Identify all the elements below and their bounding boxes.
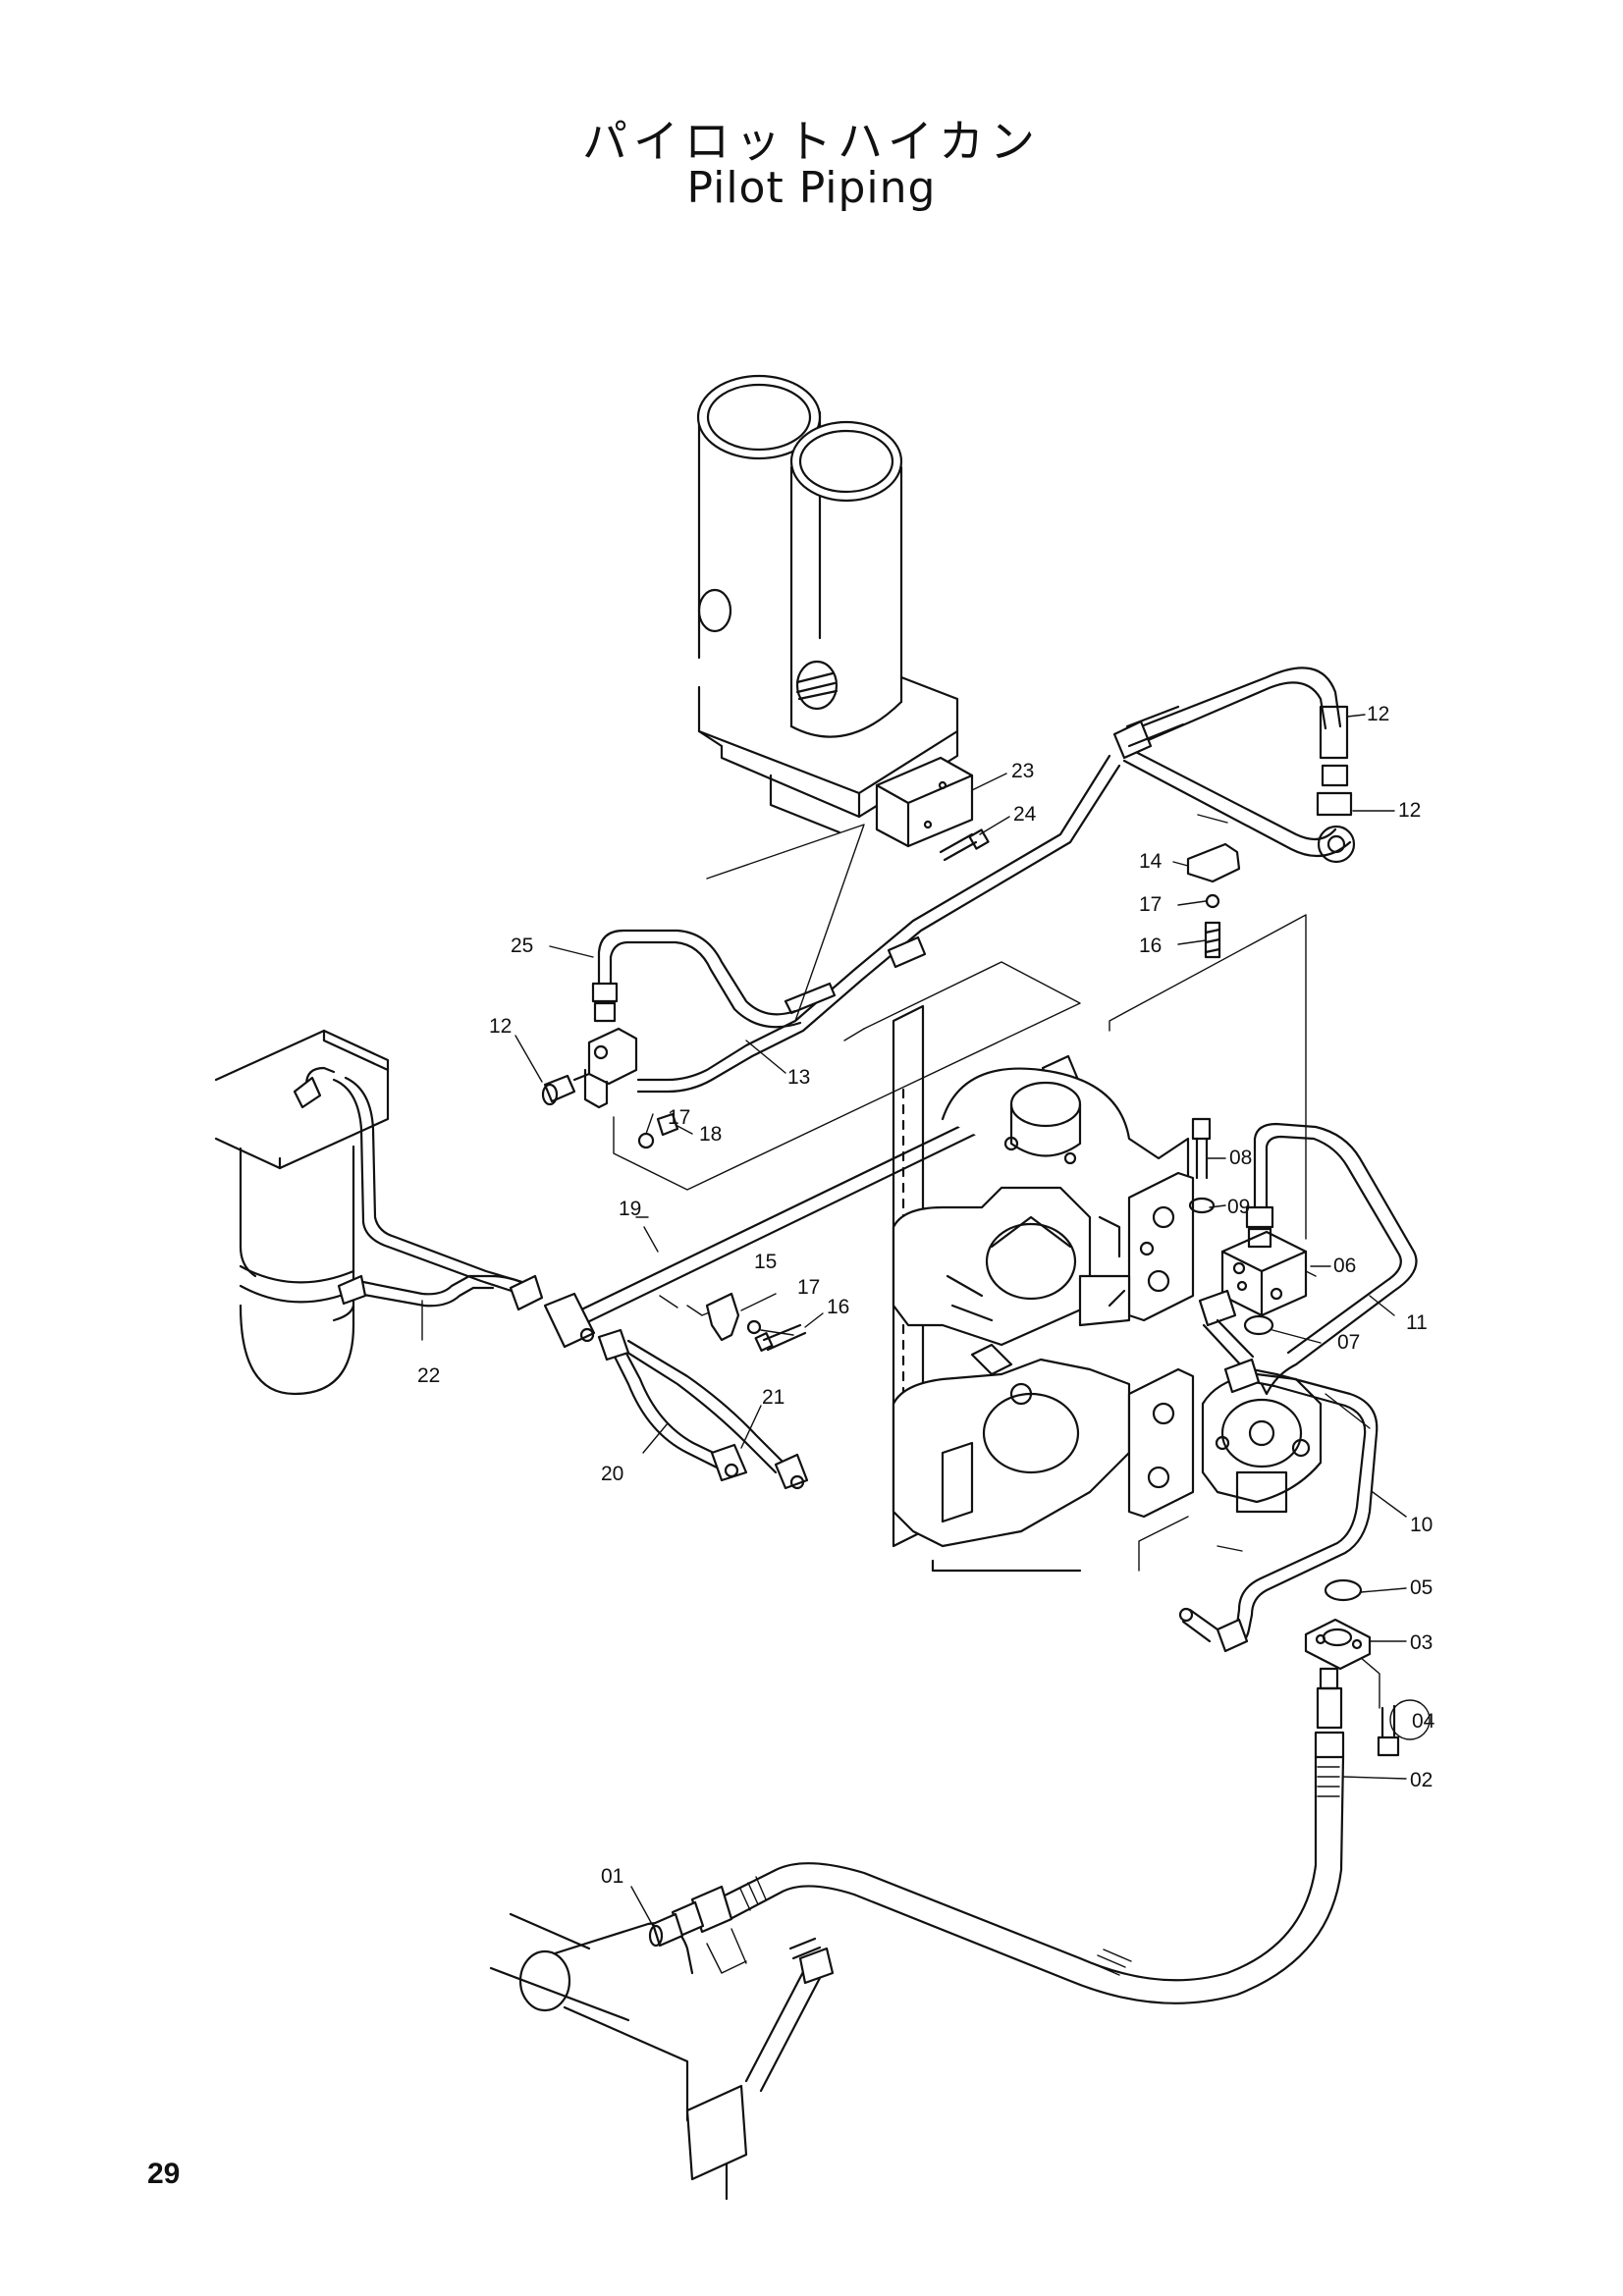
part-label-15-top: 14 [1139, 850, 1163, 873]
part-label-23: 23 [1011, 760, 1034, 782]
clamp-set-top [1186, 842, 1241, 959]
part-label-17-mid: 17 [797, 1276, 820, 1299]
part-label-10: 10 [1410, 1514, 1433, 1536]
part-labels: 12 12 23 24 14 17 16 25 12 13 18 17 19 1… [417, 703, 1435, 1888]
part-label-09: 09 [1227, 1196, 1250, 1218]
part-label-12-top: 12 [1398, 799, 1421, 822]
part-label-24: 24 [1013, 803, 1037, 826]
clamp-set-middle [705, 1292, 807, 1352]
part-label-22: 22 [417, 1364, 440, 1387]
pilot-line-11 [1245, 1122, 1418, 1396]
valve-block-06 [1188, 1117, 1308, 1368]
part-label-18: 18 [699, 1123, 722, 1146]
bottom-motor [489, 1912, 835, 2201]
part-label-14: 13 [787, 1066, 810, 1089]
pilot-line-25 [591, 929, 802, 1029]
part-label-19: 19 [619, 1198, 641, 1220]
pilot-hose-02 [671, 1667, 1345, 2004]
part-label-11: 11 [1406, 1311, 1428, 1334]
part-label-08: 08 [1229, 1147, 1252, 1169]
part-label-01: 01 [601, 1865, 623, 1888]
part-leaders [421, 714, 1407, 1927]
part-label-02: 02 [1410, 1769, 1433, 1791]
part-label-21: 21 [762, 1386, 784, 1409]
pilot-line-10 [1178, 1358, 1379, 1653]
part-label-13: 12 [1367, 703, 1389, 725]
page-title-japanese: パイロットハイカン [581, 115, 1042, 168]
page-title-english: Pilot Piping [686, 163, 937, 213]
page-number: 29 [147, 2158, 181, 2190]
flange-assembly [1304, 1578, 1431, 1757]
part-label-16-top: 16 [1139, 934, 1162, 957]
part-label-20: 20 [601, 1463, 623, 1485]
part-label-25: 25 [511, 934, 533, 957]
part-label-12-left: 12 [489, 1015, 512, 1038]
pilot-hose-13 [1112, 667, 1356, 864]
main-pump-assembly [892, 1004, 1323, 1573]
part-label-17-left: 17 [668, 1106, 690, 1129]
part-label-07: 07 [1337, 1331, 1360, 1354]
part-label-06: 06 [1333, 1255, 1356, 1277]
pilot-line-14 [636, 754, 1121, 1094]
part-label-15-mid: 15 [754, 1251, 777, 1273]
part-label-16-mid: 16 [827, 1296, 849, 1318]
tee-block [541, 1027, 679, 1149]
part-label-17-top: 17 [1139, 893, 1162, 916]
part-label-05: 05 [1410, 1576, 1433, 1599]
pilot-lines-20-21-22 [332, 1076, 809, 1490]
part-label-03: 03 [1410, 1631, 1433, 1654]
part-label-04: 04 [1412, 1710, 1435, 1733]
twin-cylinder-unit [696, 374, 990, 862]
